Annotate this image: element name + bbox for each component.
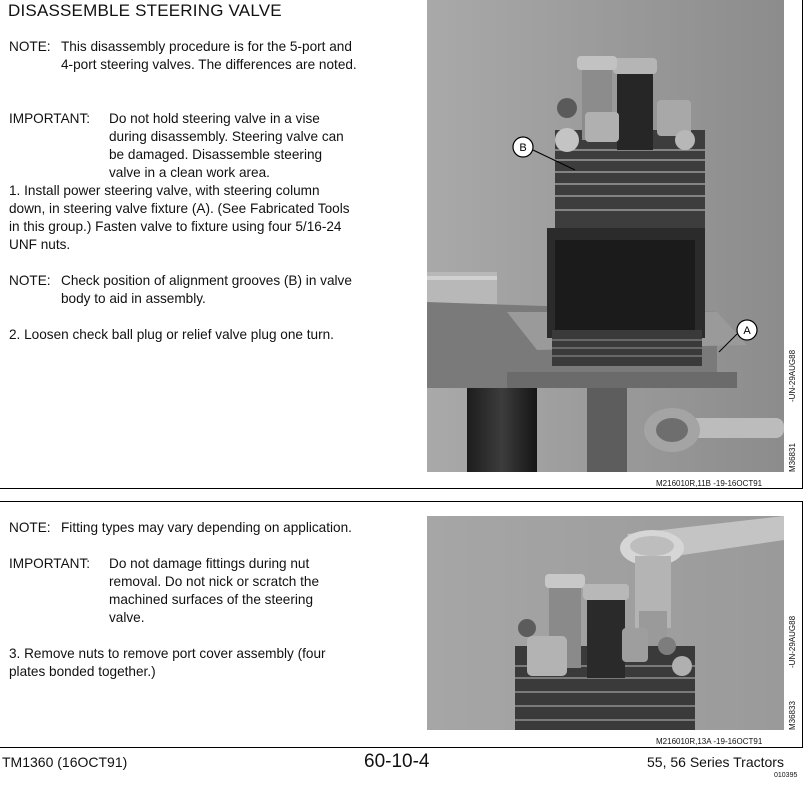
- note-text-line: Check position of alignment grooves (B) …: [61, 273, 352, 288]
- important-text-line: removal. Do not nick or scratch the: [109, 574, 320, 589]
- step-text-line: down, in steering valve fixture (A). (Se…: [9, 201, 350, 216]
- footer-code: 010395: [774, 772, 798, 779]
- section-right-border: [802, 0, 803, 489]
- photo-date-code: -UN-29AUG88: [788, 349, 797, 402]
- important-vise-warning: IMPORTANT: Do not hold steering valve in…: [9, 110, 409, 185]
- important-text-line: valve.: [109, 610, 145, 625]
- step-2: 2. Loosen check ball plug or relief valv…: [9, 326, 409, 346]
- important-text-line: during disassembly. Steering valve can: [109, 129, 344, 144]
- callout-a: A: [743, 325, 751, 337]
- note-label: NOTE:: [9, 273, 51, 288]
- photo-reference: M216010R,13A -19-16OCT91: [656, 737, 763, 746]
- important-label: IMPORTANT:: [9, 111, 91, 126]
- step-text-line: plates bonded together.): [9, 664, 156, 679]
- section-right-border: [802, 501, 803, 748]
- note-text-line: Fitting types may vary depending on appl…: [61, 520, 352, 535]
- steering-valve-fixture-illustration: B A: [427, 0, 784, 472]
- note-text-line: This disassembly procedure is for the 5-…: [61, 39, 352, 54]
- section-divider: [0, 488, 803, 489]
- note-fitting-types: NOTE: Fitting types may vary depending o…: [9, 519, 409, 539]
- important-text-line: be damaged. Disassemble steering: [109, 147, 323, 162]
- note-label: NOTE:: [9, 520, 51, 535]
- section-bottom-border: [0, 747, 803, 748]
- callout-b: B: [519, 142, 526, 154]
- important-text-line: machined surfaces of the steering: [109, 592, 314, 607]
- note-text-line: 4-port steering valves. The differences …: [61, 57, 357, 72]
- footer-series: 55, 56 Series Tractors: [647, 754, 784, 770]
- note-label: NOTE:: [9, 39, 51, 54]
- footer-manual-id: TM1360 (16OCT91): [2, 754, 128, 770]
- step-text-line: 3. Remove nuts to remove port cover asse…: [9, 646, 326, 661]
- note-disassembly-procedure: NOTE: This disassembly procedure is for …: [9, 38, 409, 78]
- step-text-line: 1. Install power steering valve, with st…: [9, 183, 320, 198]
- photo-id-code: M36831: [788, 443, 797, 472]
- step-text-line: 2. Loosen check ball plug or relief valv…: [9, 327, 334, 342]
- steering-valve-fixture-photo: B A: [427, 0, 784, 472]
- note-alignment-grooves: NOTE: Check position of alignment groove…: [9, 272, 409, 312]
- section-top-border: [0, 501, 803, 502]
- important-text-line: valve in a clean work area.: [109, 165, 270, 180]
- important-label: IMPORTANT:: [9, 556, 91, 571]
- photo-reference: M216010R,11B -19-16OCT91: [656, 479, 763, 488]
- step-3: 3. Remove nuts to remove port cover asse…: [9, 645, 409, 685]
- important-text-line: Do not hold steering valve in a vise: [109, 111, 320, 126]
- important-fittings-warning: IMPORTANT: Do not damage fittings during…: [9, 555, 409, 630]
- section-title: DISASSEMBLE STEERING VALVE: [8, 1, 282, 20]
- photo-id-code: M36833: [788, 701, 797, 730]
- photo-date-code: -UN-29AUG88: [788, 615, 797, 668]
- port-cover-removal-illustration: [427, 516, 784, 730]
- step-1: 1. Install power steering valve, with st…: [9, 182, 409, 257]
- step-text-line: in this group.) Fasten valve to fixture …: [9, 219, 342, 234]
- note-text-line: body to aid in assembly.: [61, 291, 206, 306]
- footer-page-number: 60-10-4: [364, 751, 430, 772]
- important-text-line: Do not damage fittings during nut: [109, 556, 310, 571]
- port-cover-removal-photo: [427, 516, 784, 730]
- step-text-line: UNF nuts.: [9, 237, 71, 252]
